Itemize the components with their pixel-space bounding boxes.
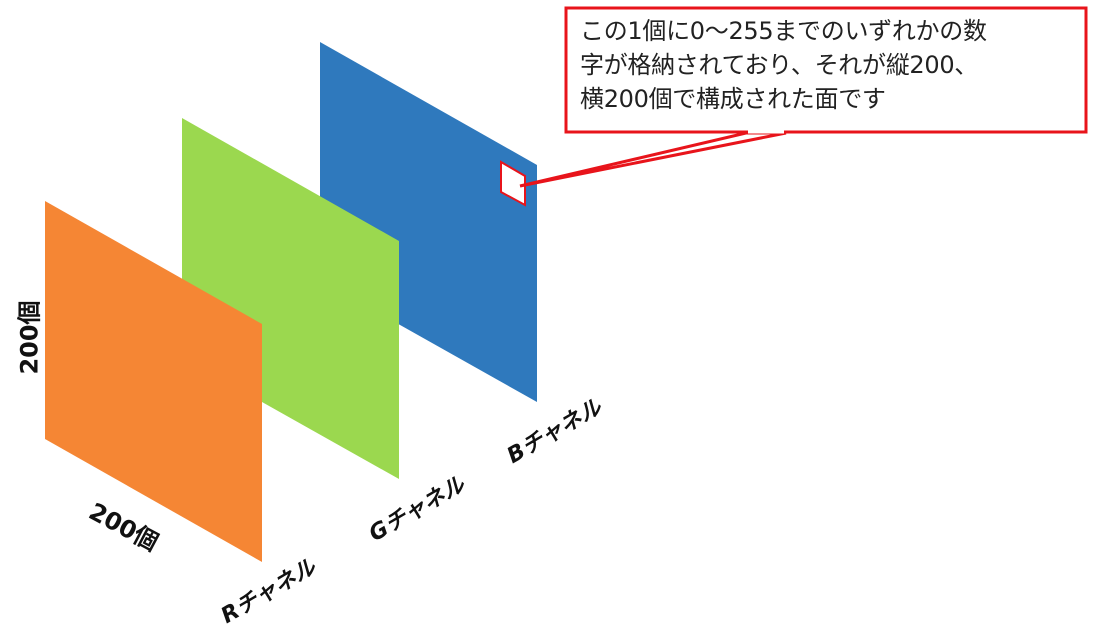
b-channel-plane bbox=[320, 42, 537, 402]
height-dimension-label: 200個 bbox=[15, 300, 44, 375]
callout-text: この1個に0〜255までのいずれかの数 字が格納されており、それが縦200、 横… bbox=[580, 17, 987, 113]
callout-pointer bbox=[519, 131, 787, 188]
callout-box bbox=[564, 6, 1088, 134]
g-channel-plane bbox=[182, 118, 399, 479]
highlighted-pixel bbox=[500, 160, 526, 207]
r-channel-plane bbox=[45, 201, 262, 562]
